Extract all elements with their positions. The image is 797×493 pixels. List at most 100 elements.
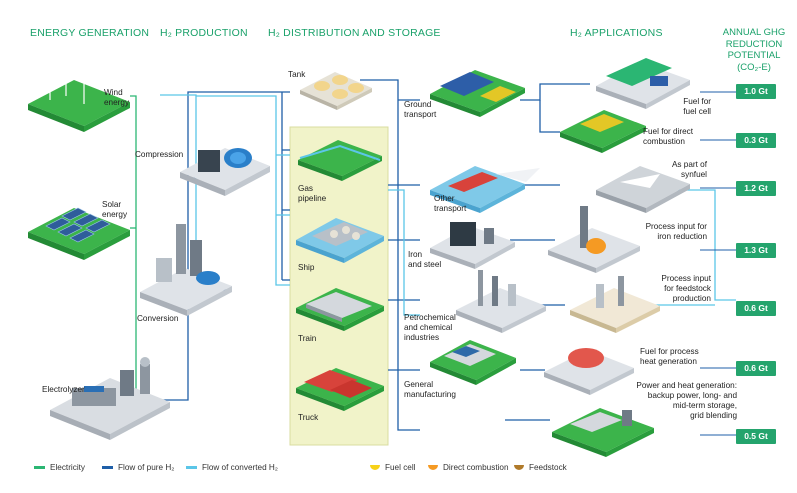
wind-energy-illustration (28, 53, 130, 132)
legend-fuel-cell-label: Fuel cell (385, 463, 416, 472)
label-train: Train (298, 334, 317, 343)
label-truck: Truck (298, 413, 319, 422)
label-process-heat-line-2: heat generation (640, 357, 697, 366)
other-transport-illustration (430, 166, 540, 213)
iron-reduction-app-illustration (548, 206, 640, 273)
label-other-line-2: transport (434, 204, 467, 213)
train-illustration (296, 288, 384, 331)
label-power-heat: Power and heat generation: backup power,… (636, 381, 737, 421)
label-petrochemical: Petrochemical and chemical industries (404, 313, 456, 343)
label-fuel-cell-line-2: fuel cell (683, 107, 711, 116)
ground-transport-illustration (430, 70, 525, 117)
solar-energy-illustration (28, 207, 130, 260)
legend-feedstock-label: Feedstock (529, 463, 567, 472)
label-gas-line-2: pipeline (298, 194, 327, 203)
power-heat-app-illustration (552, 408, 654, 457)
legend-feedstock: Feedstock (514, 463, 567, 472)
label-power-line-2: backup power, long- and (647, 391, 737, 400)
header-ghg-potential: ANNUAL GHG REDUCTION POTENTIAL (CO₂-E) (712, 27, 796, 73)
legend-electricity-label: Electricity (50, 463, 86, 472)
label-ship: Ship (298, 263, 315, 272)
direct-combustion-app-illustration (560, 110, 646, 153)
label-gas-pipeline: Gas pipeline (298, 184, 326, 204)
general-manufacturing-illustration (430, 340, 516, 385)
legend-pure-h2-label: Flow of pure H₂ (118, 463, 175, 472)
label-direct-line-1: Fuel for direct (643, 127, 694, 136)
legend-converted-h2: Flow of converted H₂ (186, 463, 278, 472)
label-synfuel-line-2: synfuel (681, 170, 707, 179)
iron-steel-illustration (430, 222, 515, 269)
label-direct-combustion: Fuel for direct combustion (643, 127, 693, 147)
conversion-illustration (140, 224, 232, 316)
ghg-title-line-3: POTENTIAL (727, 50, 781, 61)
label-general-manufacturing: General manufacturing (404, 380, 456, 400)
label-power-line-3: mid-term storage, (672, 401, 737, 410)
label-iron-red-line-2: iron reduction (657, 232, 707, 241)
ghg-title-line-1: ANNUAL GHG (722, 27, 786, 38)
label-iron-line-1: Iron (408, 250, 423, 259)
ghg-badge-iron-reduction: 1.3 Gt (736, 243, 776, 258)
truck-illustration (296, 368, 384, 411)
label-synfuel: As part of synfuel (672, 160, 707, 180)
legend-pure-h2-swatch (102, 466, 113, 470)
label-tank: Tank (288, 70, 306, 79)
label-wind-energy: Wind energy (104, 88, 129, 108)
label-electrolyzer: Electrolyzer (42, 385, 85, 394)
label-gas-line-1: Gas (298, 184, 314, 193)
label-ground-transport: Ground transport (404, 100, 436, 120)
legend-direct-swatch (428, 465, 438, 471)
label-feedstock-line-1: Process input (661, 274, 711, 283)
legend-fuel-cell-swatch (370, 465, 380, 471)
label-power-line-1: Power and heat generation: (636, 381, 737, 390)
legend-electricity-swatch (34, 466, 45, 470)
label-direct-line-2: combustion (643, 137, 685, 146)
compression-illustration (180, 148, 270, 196)
legend-fuel-cell: Fuel cell (370, 463, 416, 472)
label-other-line-1: Other (434, 194, 455, 203)
badge-connectors (700, 91, 736, 436)
ghg-badge-power-heat: 0.5 Gt (736, 429, 776, 444)
label-iron-red-line-1: Process input for (645, 222, 707, 231)
legend-converted-h2-label: Flow of converted H₂ (202, 463, 278, 472)
pure-h2-lines (160, 79, 590, 431)
ghg-title-line-2: REDUCTION (725, 38, 783, 50)
ship-illustration (296, 218, 384, 263)
header-h2-applications: H₂ APPLICATIONS (570, 27, 663, 39)
label-solar-line-1: Solar (102, 200, 122, 209)
legend-converted-h2-swatch (186, 466, 197, 470)
label-iron-line-2: and steel (408, 260, 442, 269)
process-heat-app-illustration (544, 348, 634, 395)
header-h2-production: H₂ PRODUCTION (160, 27, 248, 39)
ghg-badge-fuel-cell: 1.0 Gt (736, 84, 776, 99)
label-feedstock-line-2: for feedstock (664, 284, 711, 293)
ghg-badge-direct-combustion: 0.3 Gt (736, 133, 776, 148)
ghg-badge-synfuel: 1.2 Gt (736, 181, 776, 196)
label-power-line-4: grid blending (690, 411, 737, 420)
label-general-line-1: General (404, 380, 434, 389)
label-process-heat-line-1: Fuel for process (640, 347, 699, 356)
header-h2-distribution: H₂ DISTRIBUTION AND STORAGE (268, 27, 441, 39)
legend-electricity: Electricity (34, 463, 85, 472)
label-ground-line-2: transport (404, 110, 437, 119)
label-compression: Compression (135, 150, 184, 159)
label-conversion: Conversion (137, 314, 179, 323)
label-iron-reduction: Process input for iron reduction (646, 222, 707, 242)
tank-illustration (300, 72, 372, 110)
petrochemical-illustration (456, 270, 546, 333)
label-solar-line-2: energy (102, 210, 128, 219)
label-feedstock-line-3: production (672, 294, 711, 303)
ghg-title-line-4: (CO₂-E) (737, 61, 771, 73)
gas-pipeline-illustration (298, 140, 382, 181)
ghg-badge-feedstock: 0.6 Gt (736, 301, 776, 316)
ghg-badge-process-heat: 0.6 Gt (736, 361, 776, 376)
legend-pure-h2: Flow of pure H₂ (102, 463, 174, 472)
label-fuel-cell: Fuel for fuel cell (683, 97, 711, 117)
fuel-cell-app-illustration (596, 58, 690, 109)
legend-direct-label: Direct combustion (443, 463, 509, 472)
electrolyzer-illustration (50, 357, 170, 440)
electricity-lines (130, 95, 137, 401)
label-wind-line-1: Wind (104, 88, 123, 97)
legend-feedstock-swatch (514, 465, 524, 471)
label-process-heat: Fuel for process heat generation (640, 347, 699, 367)
